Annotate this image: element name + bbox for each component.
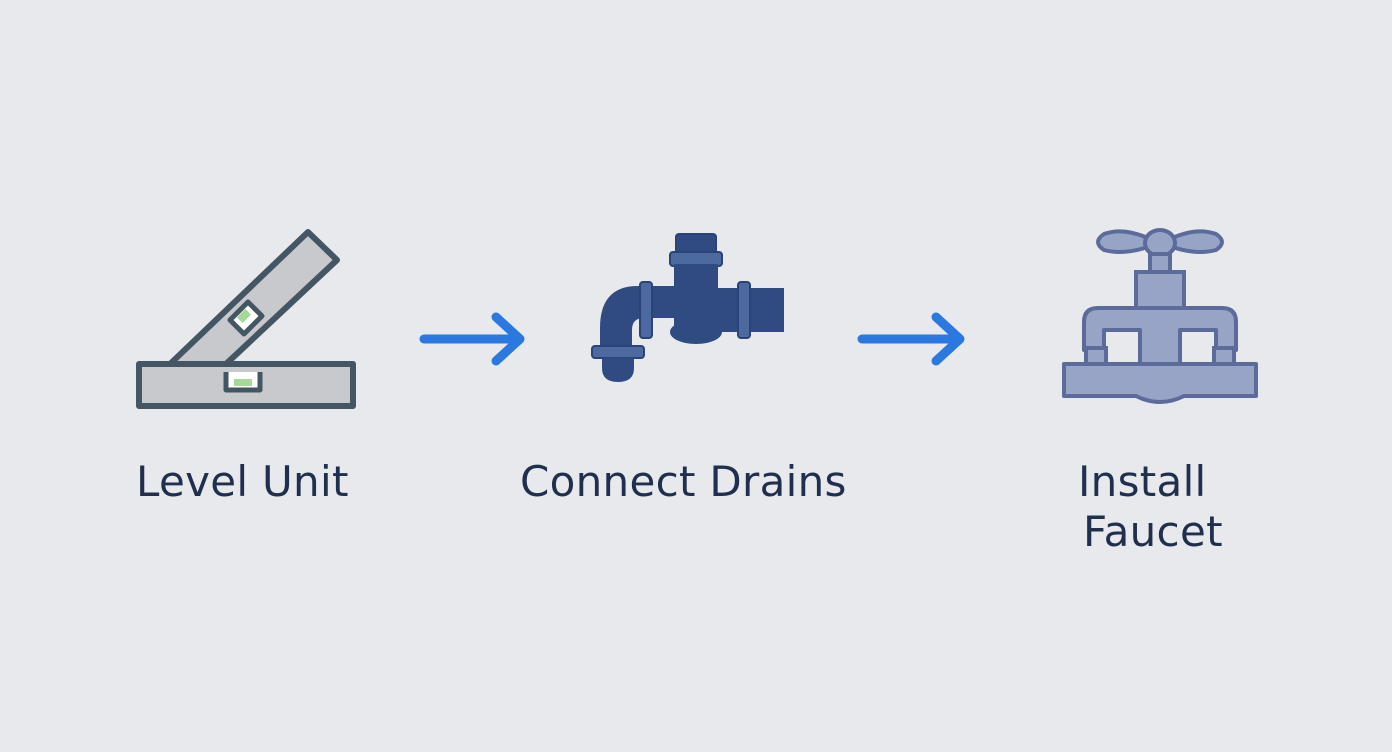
arrow-right-icon: [857, 312, 965, 366]
drain-pipe-icon: [591, 233, 784, 382]
step-label-faucet: Faucet: [1083, 507, 1223, 556]
step-label-level-unit: Level Unit: [136, 457, 349, 506]
faucet-valve-icon: [1062, 228, 1258, 404]
step-label-install: Install: [1078, 457, 1207, 506]
arrow-right-icon: [419, 312, 525, 366]
step-label-connect-drains: Connect Drains: [520, 457, 847, 506]
level-icon: [136, 229, 356, 409]
